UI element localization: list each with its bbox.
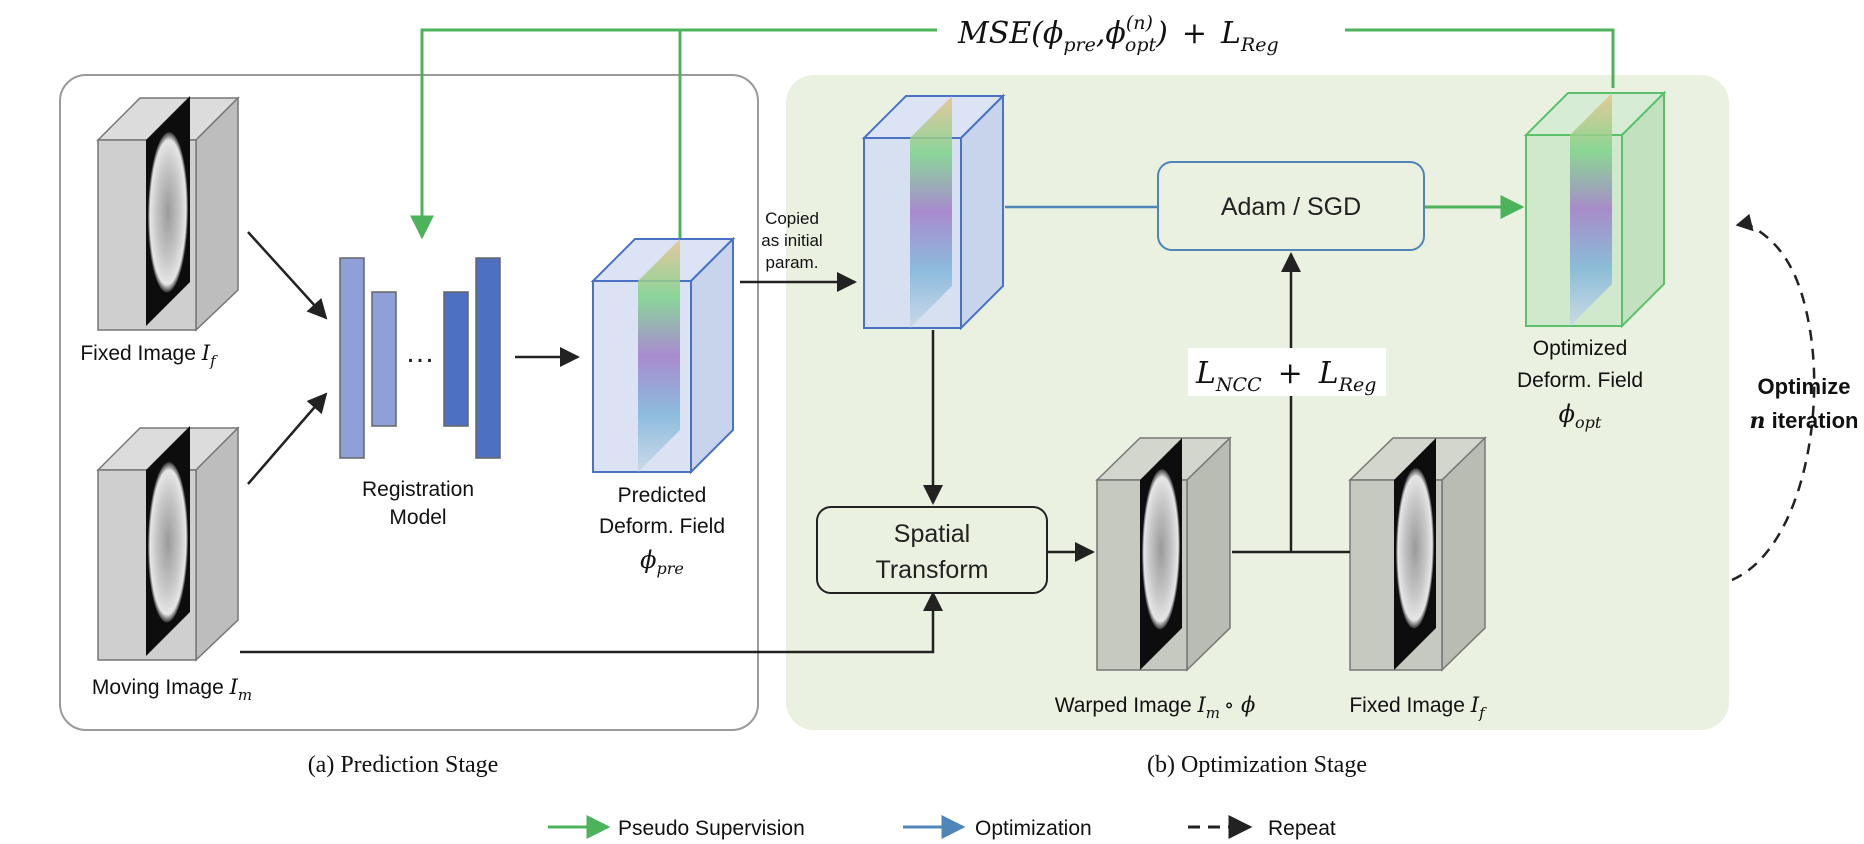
legend-repeat-label: Repeat xyxy=(1268,817,1336,840)
svg-text:MSE(ϕpre,ϕ(n)opt)+LReg: MSE(ϕpre,ϕ(n)opt)+LReg xyxy=(957,12,1279,56)
legend: Pseudo Supervision Optimization Repeat xyxy=(548,815,1336,840)
copied-note-3: param. xyxy=(766,253,819,272)
repeat-arrow xyxy=(1731,221,1816,582)
fixed-image-label: Fixed Image If xyxy=(80,341,218,370)
fixed-image-volume-right xyxy=(1348,436,1487,672)
moving-image-volume xyxy=(96,426,240,662)
warped-image-label: Warped Image Im∘ ϕ xyxy=(1055,693,1256,722)
optimize-label-1: Optimize xyxy=(1758,374,1851,399)
legend-optimization-label: Optimization xyxy=(975,817,1092,840)
repeat-arrowhead xyxy=(1735,213,1754,232)
model-ellipsis: … xyxy=(405,336,435,369)
fixed-image-volume xyxy=(96,96,240,332)
spatial-transform-box: Spatial Transform xyxy=(816,506,1048,594)
predicted-field-label-1: Predicted xyxy=(618,484,707,507)
registration-model-label-2: Model xyxy=(389,506,446,529)
registration-model: … xyxy=(339,257,501,459)
model-layer-1 xyxy=(339,257,365,459)
optimizer-box: Adam / SGD xyxy=(1157,161,1425,251)
moving-image-label: Moving Image Im xyxy=(92,675,252,704)
ncc-reg-loss: LNCC+LReg xyxy=(1188,348,1386,396)
pseudo-supervision-path xyxy=(410,28,1615,240)
fixed-image-right-label: Fixed Image If xyxy=(1349,693,1487,722)
legend-pseudo-label: Pseudo Supervision xyxy=(618,817,805,840)
data-flow-arrows xyxy=(240,231,1350,654)
registration-model-label-1: Registration xyxy=(362,478,474,501)
svg-text:Spatial: Spatial xyxy=(894,520,970,548)
svg-text:LNCC+LReg: LNCC+LReg xyxy=(1195,356,1376,396)
optimized-field-label-1: Optimized xyxy=(1533,337,1628,360)
optimization-stage-caption: (b) Optimization Stage xyxy=(1147,752,1367,778)
warped-image-volume xyxy=(1095,436,1232,672)
predicted-field-symbol: ϕpre xyxy=(640,546,684,578)
svg-text:Adam / SGD: Adam / SGD xyxy=(1221,193,1361,221)
initial-deformation-field xyxy=(861,93,1006,331)
model-layer-3 xyxy=(443,291,469,427)
predicted-deformation-field xyxy=(590,236,736,475)
predicted-field-label-2: Deform. Field xyxy=(599,515,725,538)
copied-note-2: as initial xyxy=(761,231,822,250)
optimized-field-symbol: ϕopt xyxy=(1559,400,1602,432)
prediction-stage-caption: (a) Prediction Stage xyxy=(308,752,499,778)
optimized-deformation-field xyxy=(1523,90,1667,329)
model-layer-2 xyxy=(371,291,397,427)
model-layer-4 xyxy=(475,257,501,459)
top-loss-formula: MSE(ϕpre,ϕ(n)opt)+LReg xyxy=(957,12,1279,56)
optimize-label-2: n iteration xyxy=(1750,408,1859,434)
svg-text:Transform: Transform xyxy=(876,556,989,584)
copied-note-1: Copied xyxy=(765,209,819,228)
optimized-field-label-2: Deform. Field xyxy=(1517,369,1643,392)
